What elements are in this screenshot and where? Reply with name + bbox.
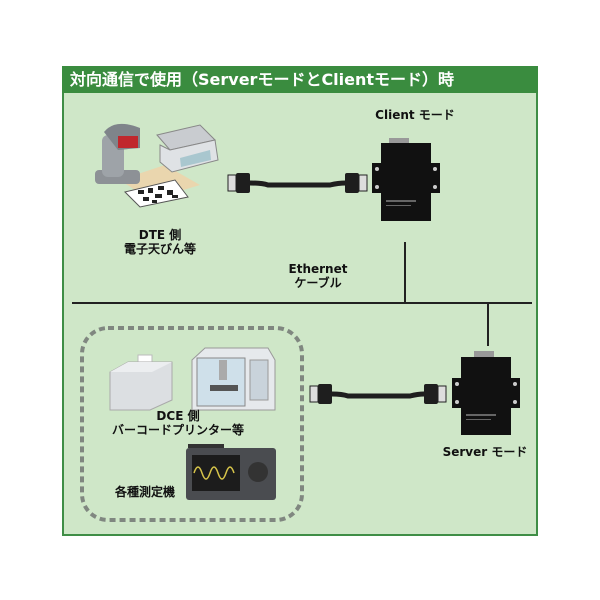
cnc-machine-icon: [191, 347, 276, 411]
instruments-label: 各種測定機: [114, 485, 175, 499]
measuring-instrument-icon: [186, 444, 276, 500]
diagram-title: 対向通信で使用（ServerモードとClientモード）時: [62, 66, 538, 93]
dte-label-line1: DTE 側: [138, 228, 182, 242]
ethernet-label-line2: ケーブル: [294, 276, 342, 290]
server-converter-device-icon: [452, 351, 520, 435]
server-mode-label: Server モード: [442, 445, 528, 459]
dce-label-line2: バーコードプリンター等: [111, 423, 244, 437]
dte-label-line2: 電子天びん等: [123, 242, 196, 256]
barcode-scanner-icon: [95, 123, 200, 208]
dce-group-outline: [80, 326, 304, 522]
ethernet-label-line1: Ethernet: [288, 262, 348, 276]
client-mode-label: Client モード: [375, 108, 455, 122]
dce-label-line1: DCE 側: [156, 409, 200, 423]
serial-cable-lower: [309, 384, 447, 404]
serial-cable-upper: [227, 173, 368, 193]
barcode-printer-icon: [109, 354, 173, 411]
client-converter-device-icon: [372, 138, 440, 221]
electronic-scale-icon: [156, 124, 219, 173]
